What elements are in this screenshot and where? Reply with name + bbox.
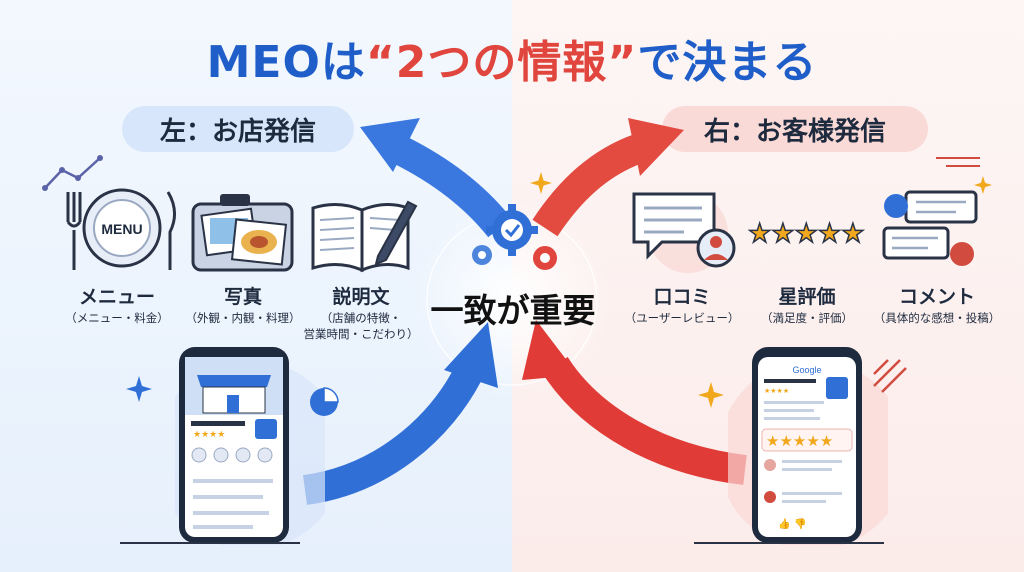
left-phone-mockup: ★★★★: [175, 347, 325, 545]
center-message: 一致が重要: [430, 291, 596, 330]
left-baseline: [120, 542, 300, 544]
menu-plate-text: MENU: [101, 221, 142, 237]
left-item-description: 説明文（店舗の特徴・営業時間・こだわり）: [303, 286, 419, 341]
page-title: MEOは“2つの情報”で決まる: [206, 37, 818, 88]
chart-line-icon: [42, 155, 103, 191]
sparkle-icon: [974, 176, 992, 194]
sparkle-icon: [126, 376, 152, 402]
menu-plate-icon: MENU: [66, 188, 176, 270]
svg-text:★★★★★: ★★★★★: [766, 432, 833, 450]
left-item-menu: メニュー（メニュー・料金）: [65, 286, 169, 325]
svg-text:★★★★★: ★★★★★: [748, 219, 865, 249]
right-baseline: [694, 542, 884, 544]
accent-lines-icon: [936, 157, 980, 167]
svg-text:★★★★: ★★★★: [193, 430, 225, 440]
left-item-photo: 写真（外観・内観・料理）: [185, 286, 301, 325]
camera-photo-icon: [191, 194, 294, 272]
svg-text:👎: 👎: [794, 518, 806, 530]
sparkle-icon: [530, 172, 552, 194]
right-item-comment: コメント（具体的な感想・投稿）: [873, 286, 1001, 325]
sparkle-icon: [698, 382, 724, 408]
phone-brand-text: Google: [792, 365, 821, 375]
gear-icon: [472, 204, 557, 270]
right-item-stars: 星評価（満足度・評価）: [761, 286, 853, 325]
star-rating-icon: ★★★★★: [748, 218, 865, 250]
speed-lines-icon: [873, 359, 907, 393]
svg-text:👍: 👍: [778, 517, 790, 530]
right-section-label: 右：お客様発信: [662, 106, 928, 152]
book-pen-icon: [311, 200, 418, 273]
right-phone-mockup: Google ★★★★ ★★★★★ 👍 👎: [728, 347, 888, 545]
review-bubble-icon: [632, 192, 736, 273]
svg-text:★★★★: ★★★★: [764, 387, 789, 395]
right-item-review: 口コミ（ユーザーレビュー）: [624, 286, 740, 325]
left-section-label: 左：お店発信: [122, 106, 354, 152]
pie-chart-icon: [310, 387, 339, 416]
comment-thumbs-icon: [882, 190, 978, 266]
